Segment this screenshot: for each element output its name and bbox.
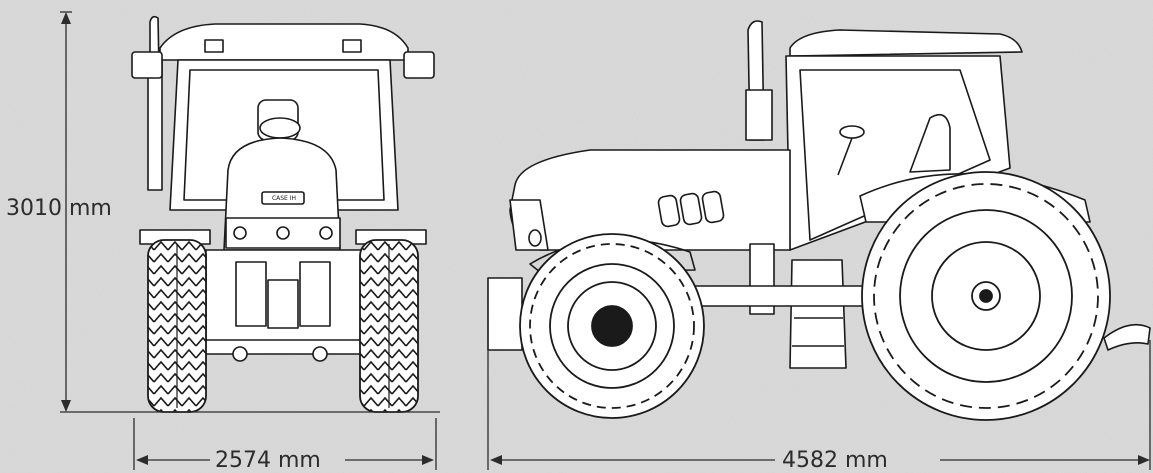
height-dimension-label: 3010 mm bbox=[6, 196, 112, 221]
width-dimension-label: 2574 mm bbox=[215, 448, 321, 473]
case-ih-badge: CASE IH bbox=[272, 195, 296, 202]
side-view bbox=[487, 20, 1151, 369]
side-rear-wheel bbox=[861, 171, 1111, 421]
front-view bbox=[131, 15, 435, 362]
dimension-lines bbox=[60, 11, 1151, 470]
side-front-wheel bbox=[519, 233, 705, 419]
length-dimension-label: 4582 mm bbox=[782, 448, 888, 473]
